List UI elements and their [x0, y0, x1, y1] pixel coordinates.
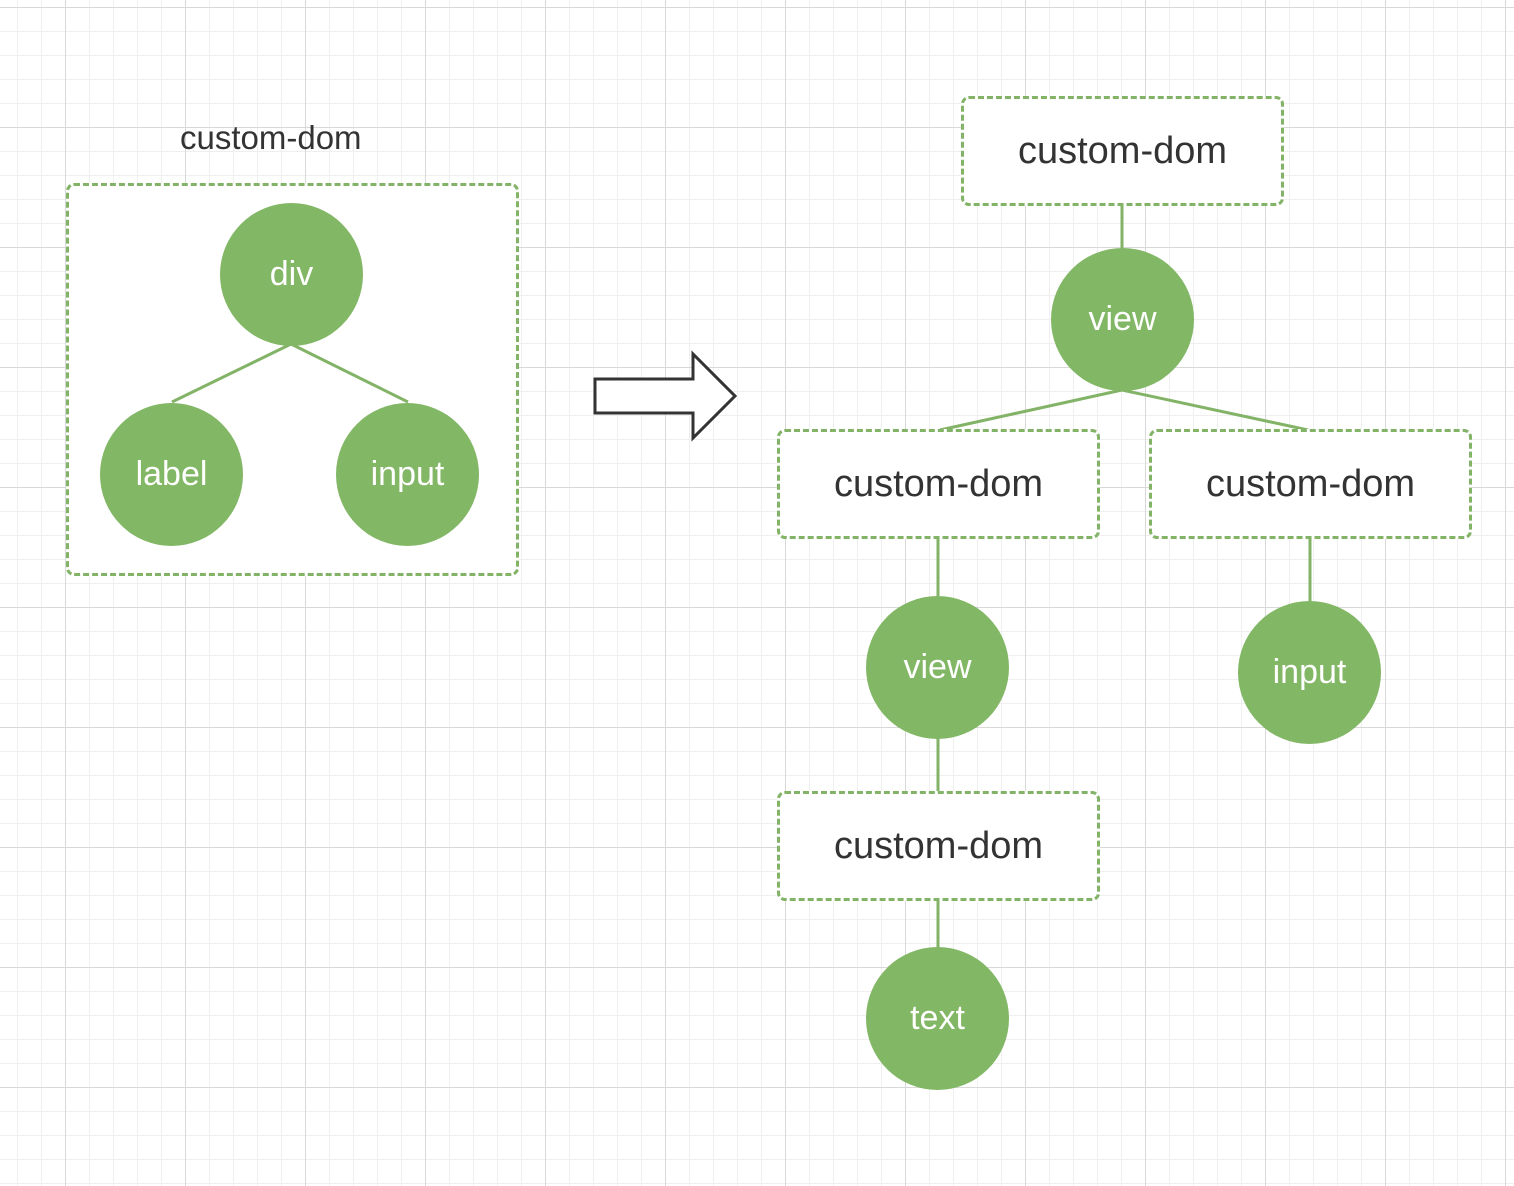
box-left-custom-dom: custom-dom — [777, 429, 1100, 539]
box-bottom-custom-dom: custom-dom — [777, 791, 1100, 901]
node-view-top: view — [1051, 248, 1194, 391]
group-title: custom-dom — [180, 119, 362, 156]
box-root-custom-dom: custom-dom — [961, 96, 1284, 206]
edge-view-box-left — [939, 388, 1123, 432]
box-right-custom-dom: custom-dom — [1149, 429, 1472, 539]
group-connectors — [171, 342, 409, 404]
transform-arrow-icon — [593, 350, 738, 442]
node-input: input — [336, 403, 479, 546]
node-text: text — [866, 947, 1009, 1090]
node-div: div — [220, 203, 363, 346]
edge-view-box-right — [1121, 388, 1309, 432]
node-label: label — [100, 403, 243, 546]
node-input-right: input — [1238, 601, 1381, 744]
node-view-mid: view — [866, 596, 1009, 739]
